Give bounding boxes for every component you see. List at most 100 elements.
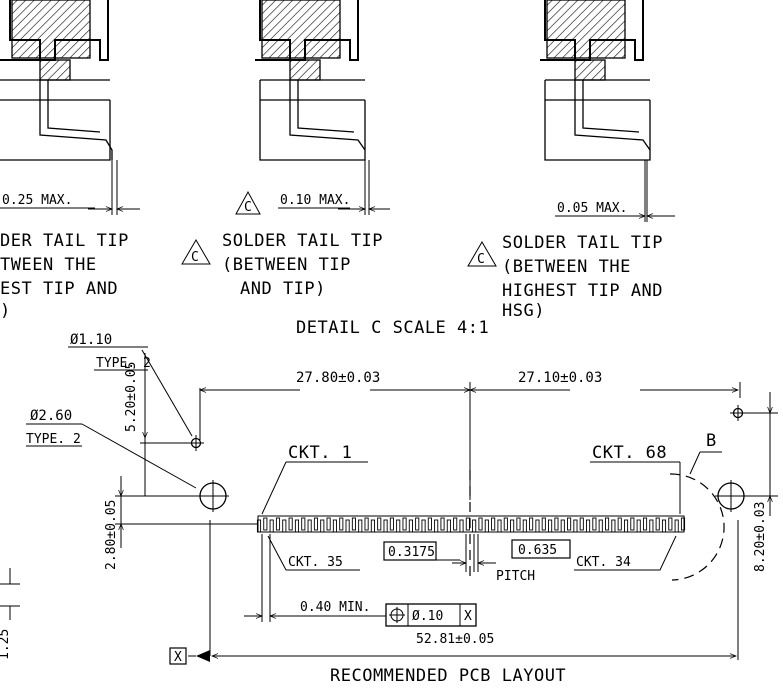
pad: [421, 519, 426, 533]
detail-caption: DETAIL C SCALE 4:1: [296, 318, 489, 338]
revision-flag-note3: [467, 241, 497, 267]
pad: [256, 519, 262, 533]
datum-x-box: [169, 647, 187, 665]
note-view1-line3: EST TIP AND: [0, 279, 118, 299]
note-view1-line2: TWEEN THE: [0, 255, 97, 275]
pad: [358, 519, 363, 533]
pad: [313, 517, 319, 531]
pitch1: 0.3175: [388, 545, 435, 560]
pad: [263, 517, 268, 531]
pad: [402, 517, 407, 531]
pad: [516, 517, 521, 531]
pad: [459, 519, 464, 533]
ckt1-label: CKT. 1: [288, 443, 352, 463]
hole-large-dia: Ø2.60: [30, 408, 72, 424]
dim-view3: 0.05 MAX.: [557, 201, 627, 216]
pad: [478, 517, 483, 531]
vdim-left: 2.80±0.05: [104, 500, 119, 570]
pad: [301, 517, 306, 531]
pad: [541, 517, 546, 531]
note-view2-line2: (BETWEEN TIP: [222, 255, 351, 275]
note-view2-line3: AND TIP): [240, 279, 326, 299]
detail-view-2: 0.10 MAX. C: [235, 0, 390, 215]
note-view3-line4: HSG): [502, 301, 545, 321]
pad: [332, 519, 337, 533]
pad: [294, 519, 300, 533]
pad: [586, 519, 591, 533]
note-view3-line3: HIGHEST TIP AND: [502, 281, 663, 301]
pad: [282, 519, 287, 533]
note-view2-line1: SOLDER TAIL TIP: [222, 231, 383, 251]
pad: [396, 519, 401, 533]
pad: [288, 517, 293, 531]
pitch-label: PITCH: [496, 569, 535, 584]
pad: [674, 519, 679, 533]
pad: [573, 519, 578, 533]
pad: [320, 519, 325, 533]
datum-x: X: [174, 650, 182, 665]
dim-left-span: 27.80±0.03: [296, 370, 380, 386]
pad: [560, 519, 565, 533]
revision-flag-note3-letter: C: [477, 252, 485, 267]
detail-view-1: 0.25 MAX. DER TAIL TIP TWEEN THE EST TIP…: [0, 0, 140, 321]
pad: [307, 519, 312, 533]
tolerance-datum: X: [464, 609, 472, 624]
pad: [446, 519, 451, 533]
pad: [535, 519, 540, 533]
hole-large-type: TYPE. 2: [26, 432, 81, 447]
hole-small-type: TYPE. 2: [96, 356, 151, 371]
note-view1-line4: ): [0, 301, 11, 321]
revision-flag-note2: [181, 239, 211, 265]
pad: [377, 517, 382, 531]
pad: [529, 517, 534, 531]
note-view1-line1: DER TAIL TIP: [0, 231, 129, 251]
pad: [655, 517, 660, 531]
pitch2-box: [511, 539, 571, 559]
pcb-layout: Ø1.10 TYPE. 2 Ø2.60 TYPE. 2 5.20±0.05 2.…: [0, 332, 778, 686]
detail-b-circle: [669, 473, 725, 581]
pad: [617, 517, 622, 531]
overall-dim: 52.81±0.05: [416, 632, 494, 647]
revision-flag-view2-letter: C: [244, 200, 252, 215]
note-view3-line1: SOLDER TAIL TIP: [502, 233, 663, 253]
pad: [497, 519, 502, 533]
pad: [339, 517, 344, 531]
ckt34-label: CKT. 34: [576, 555, 631, 570]
hole-small-dia: Ø1.10: [70, 332, 112, 348]
pad: [389, 517, 394, 531]
pad: [364, 517, 369, 531]
detail-ref-b: B: [706, 431, 717, 451]
dim-right-span: 27.10±0.03: [518, 370, 602, 386]
pad: [351, 517, 356, 531]
pad: [326, 517, 331, 531]
pad: [503, 517, 508, 531]
pad-array: [256, 517, 686, 533]
pad: [579, 517, 584, 531]
pitch1-box: [383, 541, 437, 561]
pad: [345, 519, 350, 533]
revision-flag-view2: [235, 190, 261, 215]
pad: [440, 517, 445, 531]
pad: [649, 519, 654, 533]
pad: [548, 519, 553, 533]
pad: [434, 519, 439, 533]
revision-flag-note2-letter: C: [191, 250, 199, 265]
pad: [598, 519, 603, 533]
pad: [408, 519, 413, 533]
ckt35-label: CKT. 35: [288, 555, 343, 570]
pad: [269, 519, 274, 533]
pad: [415, 517, 420, 531]
ckt68-label: CKT. 68: [592, 443, 667, 463]
pad: [275, 517, 281, 531]
pad: [491, 517, 496, 531]
pitch2: 0.635: [518, 543, 557, 558]
pad-row: [257, 515, 685, 533]
min-spacing: 0.40 MIN.: [300, 600, 370, 615]
pad: [611, 519, 616, 533]
cut-vdim: 1.25: [0, 629, 12, 660]
pad: [636, 519, 641, 533]
pad: [680, 517, 686, 531]
note-view3-line2: (BETWEEN THE: [502, 257, 631, 277]
